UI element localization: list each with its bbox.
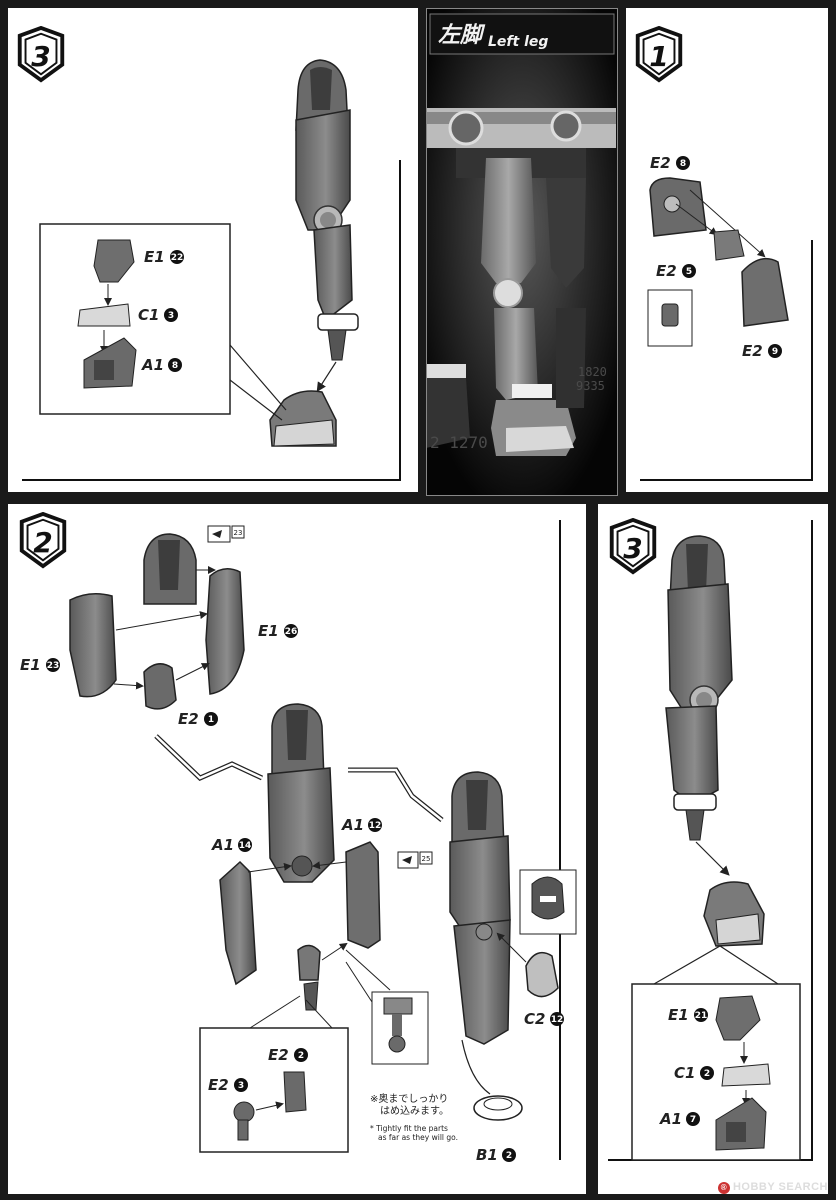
label-c1-3: C1: [138, 306, 159, 324]
label-e1-23: E1: [20, 656, 41, 674]
step-number-top-right: 1: [649, 40, 668, 73]
frame-lines: [22, 160, 813, 1161]
label-c1-3-num: 3: [168, 311, 174, 321]
note-jp: ※奥までしっかり はめ込みます。: [370, 1094, 449, 1118]
label-e2-9: E2: [742, 342, 763, 360]
knee-assembly: E2 8 E2 5 E2 9: [647, 154, 789, 360]
label-e2-3-num: 3: [238, 1081, 244, 1091]
label-e2-5-num: 5: [686, 267, 692, 277]
note-jp-line2: はめ込みます。: [380, 1106, 449, 1117]
label-e1-23-num: 23: [47, 661, 60, 671]
label-e2-8-num: 8: [680, 159, 686, 169]
label-a1-14: A1: [211, 836, 234, 854]
step-number-bottom-left: 2: [33, 526, 52, 559]
leg-photo: 2 1270 1820 9335 左脚 Left leg: [426, 8, 618, 496]
label-e2-5: E2: [656, 262, 677, 280]
lower-leg-assembly: C2 12 B1 2: [449, 771, 577, 1164]
label-e2-3: E2: [208, 1076, 229, 1094]
label-a1-12: A1: [341, 816, 364, 834]
note-jp-line1: ※奥までしっかり: [370, 1094, 449, 1105]
label-e2-8: E2: [650, 154, 671, 172]
watermark: ®HOBBY SEARCH: [717, 1181, 828, 1194]
label-e2-9-num: 9: [772, 347, 778, 357]
header-en: Left leg: [488, 34, 548, 50]
step-badge-bottom-left: 2: [19, 512, 67, 569]
label-a1-8: A1: [141, 356, 164, 374]
label-e2-2-num: 2: [298, 1051, 304, 1061]
step-number-bottom-right: 3: [623, 532, 642, 565]
step-number-top-left: 3: [31, 40, 50, 73]
label-a1-8-num: 8: [172, 361, 178, 371]
label-b1-2: B1: [476, 1146, 498, 1164]
label-e2-1-num: 1: [208, 715, 214, 725]
sticker-25: 25: [422, 855, 431, 863]
label-a1-14-num: 14: [239, 841, 252, 851]
label-a1-7: A1: [659, 1110, 682, 1128]
label-c1-2-num: 2: [704, 1069, 710, 1079]
thigh-assembly: 23 E1 26 E1 23 E2 1: [20, 525, 444, 822]
leg-assembly-top: [269, 59, 359, 447]
sticker-23: 23: [234, 529, 243, 537]
label-e1-26-num: 26: [285, 627, 298, 637]
label-c2-12: C2: [524, 1010, 545, 1028]
label-c2-12-num: 12: [551, 1015, 564, 1025]
label-e2-2: E2: [268, 1046, 289, 1064]
label-b1-2-num: 2: [506, 1151, 512, 1161]
step-badge-top-left: 3: [17, 26, 65, 83]
step-badge-top-right: 1: [635, 26, 683, 83]
leg-assembly-bottom: [665, 535, 765, 947]
label-c1-2: C1: [674, 1064, 695, 1082]
callout-box-top: E1 22 C1 3 A1 8: [39, 223, 287, 421]
callout-box-bottom: E1 21 C1 2 A1 7: [631, 945, 801, 1161]
label-e1-22: E1: [144, 248, 165, 266]
note-en-line1: * Tightly fit the parts: [370, 1124, 448, 1133]
watermark-text: HOBBY SEARCH: [732, 1181, 828, 1193]
label-e1-22-num: 22: [171, 253, 184, 263]
photo-digits-3: 9335: [576, 379, 605, 393]
label-a1-7-num: 7: [690, 1115, 696, 1125]
photo-digits-1: 2 1270: [430, 433, 488, 452]
note-en: * Tightly fit the parts as far as they w…: [370, 1124, 458, 1142]
label-e1-21-num: 21: [695, 1011, 708, 1021]
label-e2-1: E2: [178, 710, 199, 728]
note-en-line2: as far as they will go.: [378, 1133, 458, 1142]
label-a1-12-num: 12: [369, 821, 382, 831]
photo-digits-2: 1820: [578, 365, 607, 379]
header-jp: 左脚: [438, 23, 486, 48]
knee-joint-assembly: A1 14 A1 12 25: [199, 703, 433, 1153]
step-badge-bottom-right: 3: [609, 518, 657, 575]
label-e1-21: E1: [668, 1006, 689, 1024]
registered-icon: ®: [717, 1182, 730, 1194]
label-e1-26: E1: [258, 622, 279, 640]
